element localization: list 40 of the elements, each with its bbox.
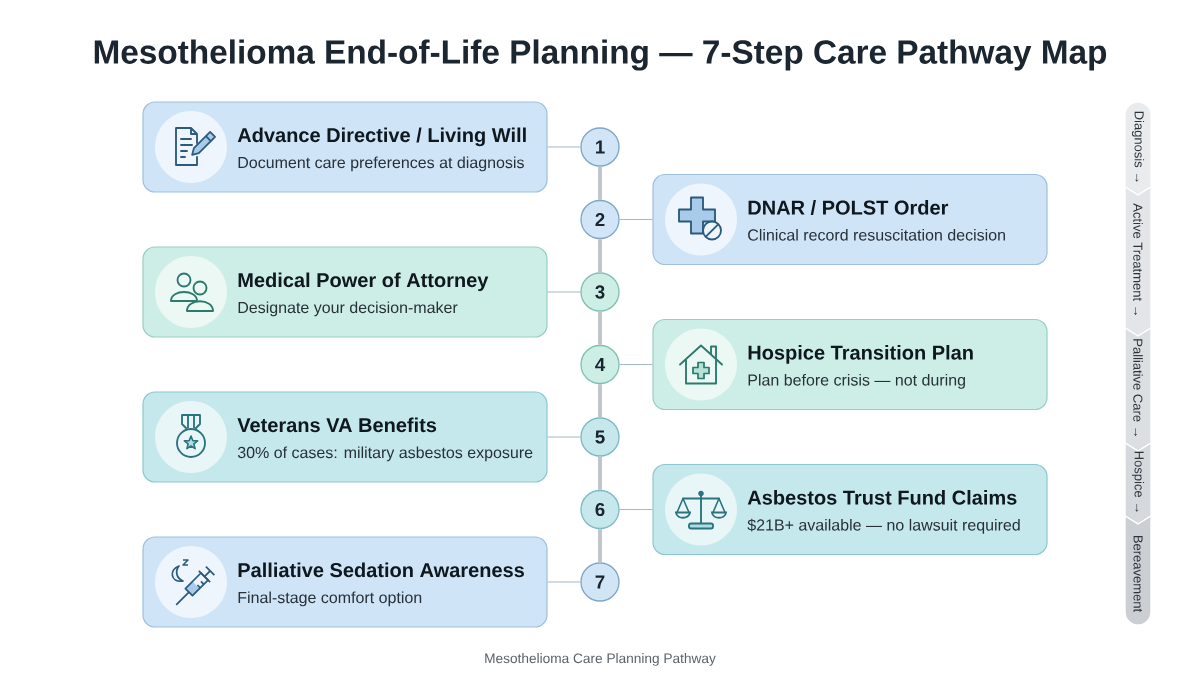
step-card: [652, 463, 1048, 556]
step-card: [142, 391, 548, 483]
connector-line: [619, 508, 653, 511]
connector-line: [547, 581, 581, 583]
connector-line: [547, 146, 581, 148]
caption: Mesothelioma Care Planning Pathway: [485, 653, 716, 666]
step-card: [142, 101, 548, 193]
card-description: Document care preferences at diagnosis: [238, 156, 524, 172]
step-card: [652, 173, 1048, 266]
connector-line: [547, 436, 581, 438]
timeline-line: [598, 239, 602, 273]
stage-segment: Palliative Care →: [1124, 326, 1152, 452]
step-card: [652, 318, 1048, 411]
timeline-line: [598, 529, 602, 563]
connector-line: [619, 218, 653, 221]
connector-line: [547, 291, 581, 293]
card-title: Medical Power of Attorney: [238, 272, 489, 292]
card-description: Final-stage comfort option: [238, 591, 422, 607]
card-description: $21B+ available — no lawsuit required: [747, 518, 1020, 534]
stage-segment: Active Treatment →: [1124, 185, 1152, 337]
card-description: 30% of cases: military asbestos exposure: [237, 446, 533, 462]
card-title: Advance Directive / Living Will: [237, 127, 526, 147]
card-description: Clinical record resuscitation decision: [748, 228, 1005, 241]
title: Mesothelioma End-of-Life Planning — 7-Step Care Pathway Map: [94, 39, 1107, 71]
timeline-line: [598, 456, 602, 490]
card-description: Designate your decision-maker: [238, 301, 458, 317]
card-title: Veterans VA Benefits: [237, 417, 437, 433]
card-title: Hospice Transition Plan: [748, 345, 973, 364]
timeline-line: [598, 166, 602, 200]
card-description: Plan before crisis — not during: [748, 373, 965, 389]
step-card: [142, 246, 548, 338]
timeline-line: [598, 384, 602, 418]
step-card: [142, 536, 548, 628]
card-title: Asbestos Trust Fund Claims: [747, 490, 1017, 505]
card-title: DNAR / POLST Order: [748, 200, 949, 215]
connector-line: [619, 363, 653, 366]
stage-segment: Bereavement: [1124, 515, 1152, 626]
card-title: Palliative Sedation Awareness: [238, 562, 524, 578]
timeline-line: [598, 311, 602, 345]
stage-segment: Diagnosis →: [1124, 101, 1152, 196]
